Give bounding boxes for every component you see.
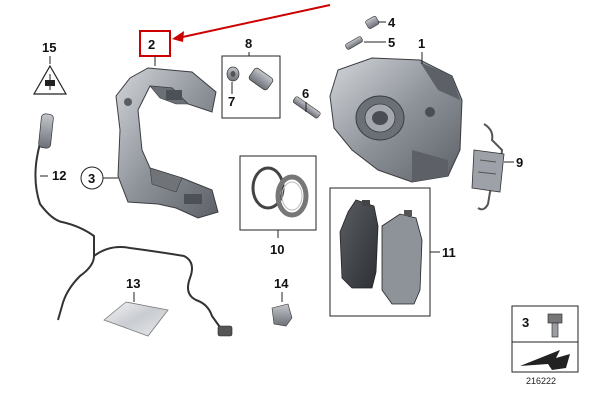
- piston-seal-kit: [239, 155, 317, 231]
- bleeder-cap: [365, 15, 380, 29]
- grease-packet: [103, 301, 169, 337]
- svg-text:7: 7: [228, 94, 235, 109]
- reference-number: 216222: [526, 376, 556, 386]
- callout-14[interactable]: 14: [274, 276, 289, 302]
- callout-6[interactable]: 6: [302, 86, 309, 112]
- sensor-clip: [271, 303, 293, 327]
- callout-3[interactable]: 3: [80, 166, 118, 190]
- callout-5[interactable]: 5: [364, 35, 395, 50]
- arrow-icon: [520, 350, 570, 370]
- brake-pad-set: [329, 187, 431, 317]
- anti-rattle-spring: [471, 123, 505, 211]
- callout-1[interactable]: 1: [418, 36, 425, 64]
- callout-11[interactable]: 11: [430, 245, 456, 260]
- svg-text:12: 12: [52, 168, 66, 183]
- svg-text:5: 5: [388, 35, 395, 50]
- callout-4[interactable]: 4: [378, 15, 396, 30]
- callout-9[interactable]: 9: [504, 155, 523, 170]
- highlight-arrow: [172, 4, 331, 42]
- guide-bolt: [292, 96, 321, 119]
- callout-12[interactable]: 12: [40, 168, 66, 183]
- callout-13[interactable]: 13: [126, 276, 140, 302]
- callout-10[interactable]: 10: [270, 230, 284, 257]
- svg-text:10: 10: [270, 242, 284, 257]
- svg-text:8: 8: [245, 36, 252, 51]
- callout-8[interactable]: 8: [245, 36, 252, 56]
- callout-15[interactable]: 15: [42, 40, 56, 64]
- legend-callout-3: 3: [522, 315, 529, 330]
- svg-text:13: 13: [126, 276, 140, 291]
- svg-text:15: 15: [42, 40, 56, 55]
- svg-text:3: 3: [88, 171, 95, 186]
- caliper-carrier: [115, 67, 219, 219]
- svg-text:9: 9: [516, 155, 523, 170]
- svg-text:6: 6: [302, 86, 309, 101]
- svg-text:4: 4: [388, 15, 396, 30]
- brake-caliper: [329, 57, 463, 183]
- svg-text:1: 1: [418, 36, 425, 51]
- svg-text:2: 2: [148, 37, 155, 52]
- bleeder-screw: [345, 36, 363, 50]
- svg-text:14: 14: [274, 276, 289, 291]
- callout-2[interactable]: 2: [139, 30, 171, 66]
- callout-7[interactable]: 7: [228, 82, 235, 109]
- cable-plug-icon: [45, 80, 55, 90]
- bolt-icon: [547, 313, 563, 338]
- svg-text:11: 11: [442, 245, 456, 260]
- brake-wear-sensor: [34, 113, 233, 337]
- guide-pin-kit: [221, 55, 281, 119]
